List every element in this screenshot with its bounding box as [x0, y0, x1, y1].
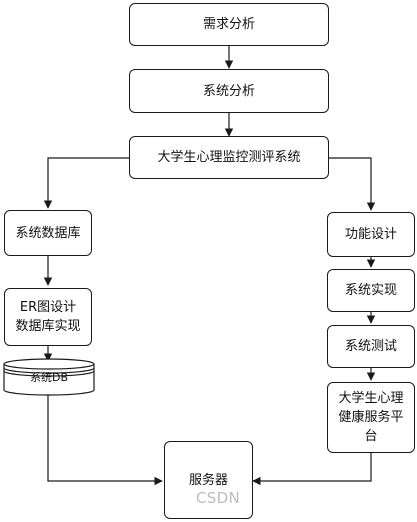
node-health-platform: 大学生心理 健康服务平 台: [327, 382, 415, 453]
node-main-system-label: 大学生心理监控测评系统: [157, 150, 301, 165]
arrow-main-to-function: [329, 157, 376, 211]
node-system-analysis-label: 系统分析: [202, 83, 255, 99]
node-er-design: ER图设计 数据库实现: [4, 288, 92, 346]
node-function-design-label: 功能设计: [344, 227, 397, 242]
node-system-testing: 系统测试: [327, 325, 415, 368]
arrow-main-to-database: [43, 157, 129, 209]
node-system-database: 系统数据库: [4, 210, 92, 256]
node-system-testing-label: 系统测试: [344, 339, 397, 354]
node-main-system: 大学生心理监控测评系统: [129, 136, 329, 179]
node-server-label: 服务器: [188, 472, 228, 488]
database-cylinder-icon: [3, 358, 95, 396]
node-er-design-label: ER图设计 数据库实现: [15, 300, 81, 334]
node-system-db-label: 系统DB: [29, 371, 69, 384]
node-server: 服务器: [164, 441, 253, 519]
node-system-implementation: 系统实现: [327, 269, 415, 312]
node-system-implementation-label: 系统实现: [344, 283, 397, 298]
node-function-design: 功能设计: [327, 212, 415, 257]
node-system-analysis: 系统分析: [129, 69, 329, 113]
node-requirement-analysis: 需求分析: [129, 3, 329, 46]
arrow-db-to-server: [47, 395, 163, 486]
arrow-platform-to-server: [252, 453, 372, 486]
csdn-watermark: CSDN: [196, 489, 240, 507]
node-system-database-label: 系统数据库: [15, 225, 81, 241]
node-requirement-analysis-label: 需求分析: [202, 17, 255, 32]
node-health-platform-label: 大学生心理 健康服务平 台: [338, 391, 404, 444]
